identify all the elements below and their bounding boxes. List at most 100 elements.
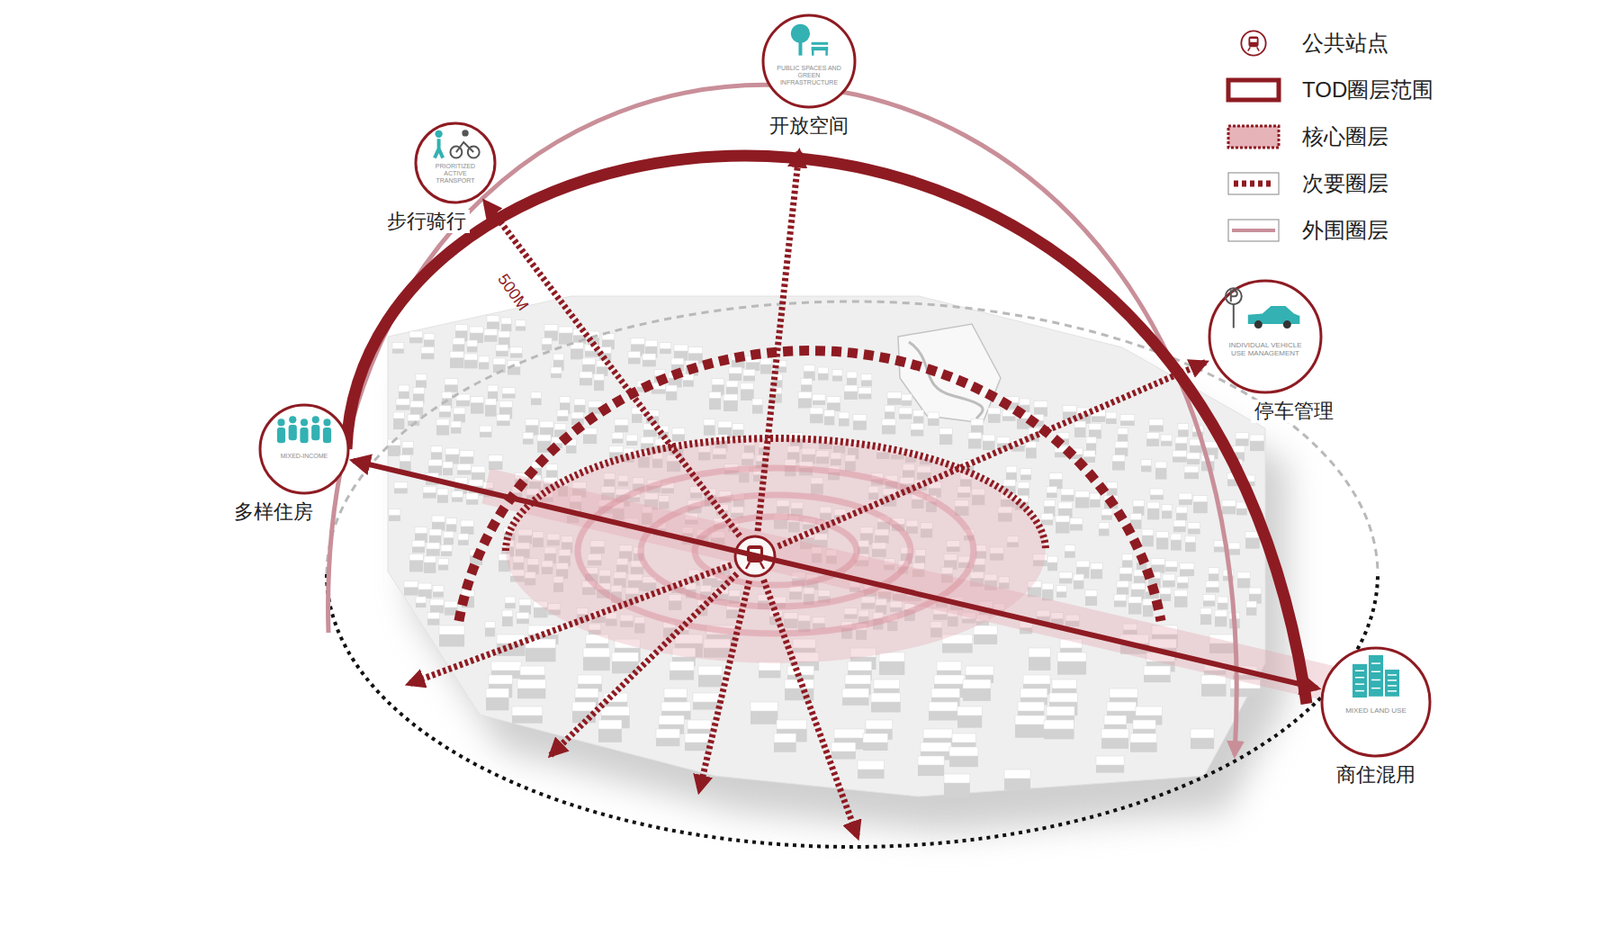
building-side [1173,526,1187,532]
building-side [583,656,611,671]
tower-window [1355,683,1365,685]
building-roof [1135,706,1162,716]
building-roof [470,396,484,404]
building-side [570,349,584,360]
building-side [1162,580,1176,587]
building-side [1141,535,1154,547]
building-side [550,373,562,378]
person-body [277,427,286,443]
building-roof [1106,701,1137,711]
building-side [438,565,449,571]
building-roof [525,419,539,426]
building-roof [421,347,434,354]
building-roof [642,353,657,360]
sign-pole [1232,304,1235,328]
person-head [323,418,331,426]
building-side [824,416,835,426]
building-roof [664,688,687,698]
tower-window [1387,679,1397,682]
building-side [614,425,629,433]
building-side [917,764,944,776]
building-side [726,386,738,395]
building-roof [672,428,685,435]
building-side [656,737,680,747]
building-side [1101,515,1113,521]
building-roof [493,358,506,365]
building-side [853,421,867,431]
building-roof [502,610,513,617]
building-roof [452,338,465,345]
building-roof [684,733,711,743]
building-roof [1085,590,1097,597]
icon-label: 开放空间 [765,114,853,138]
sign-face [1225,287,1242,305]
building-side [1249,440,1265,451]
building-roof [669,661,694,671]
legend-text: 外围圈层 [1302,215,1389,245]
building-roof [838,412,850,419]
building-roof [1131,583,1146,590]
building-roof [1132,500,1144,507]
building-side [392,349,405,354]
building-roof [459,450,474,458]
building-roof [409,331,423,338]
building-side [871,701,901,712]
building-side [928,710,958,721]
building-side [910,430,924,437]
building-roof [645,340,657,347]
building-side [415,602,426,608]
building-roof [460,520,474,527]
building-roof [510,347,523,354]
building-roof [1076,560,1089,567]
building-roof [1114,594,1127,602]
building-roof [873,679,900,689]
building-roof [630,338,645,345]
building-side [1015,724,1045,738]
building-side [1150,494,1164,500]
building-roof [439,625,465,635]
building-side [642,359,657,367]
building-roof [611,652,639,662]
building-side [1179,569,1195,577]
building-roof [541,338,552,345]
building-roof [1020,468,1032,476]
building-side [426,548,441,557]
building-roof [437,488,449,495]
building-side [809,413,824,423]
building-roof [1106,482,1117,489]
building-roof [479,425,492,432]
building-roof [692,692,722,702]
building-roof [773,733,797,743]
building-roof [428,459,442,467]
building-roof [598,719,622,729]
building-roof [1236,502,1248,509]
building-side [750,710,778,725]
legend-row: TOD圈层范围 [1224,71,1434,108]
outer-arc [328,84,1238,756]
building-roof [440,545,452,552]
building-side [395,404,410,411]
building-roof [445,448,459,455]
building-roof [1064,545,1076,552]
building-side [522,439,534,445]
building-roof [1105,412,1117,419]
building-roof [674,344,688,351]
icon [1225,287,1301,329]
building-roof [913,410,924,417]
building-roof [1208,567,1219,575]
building-roof [1101,728,1129,738]
building-side [557,416,568,422]
building-roof [1049,692,1078,702]
legend-swatch-fill [1228,125,1279,148]
building-roof [857,760,885,770]
building-side [530,398,542,406]
building-roof [422,486,437,494]
building-roof [809,407,824,414]
building-side [1091,416,1106,423]
building-roof [537,434,551,441]
building-side [439,412,451,418]
building-side [651,389,666,395]
building-roof [393,412,405,419]
tower-window [1355,690,1365,693]
building-side [467,346,478,352]
